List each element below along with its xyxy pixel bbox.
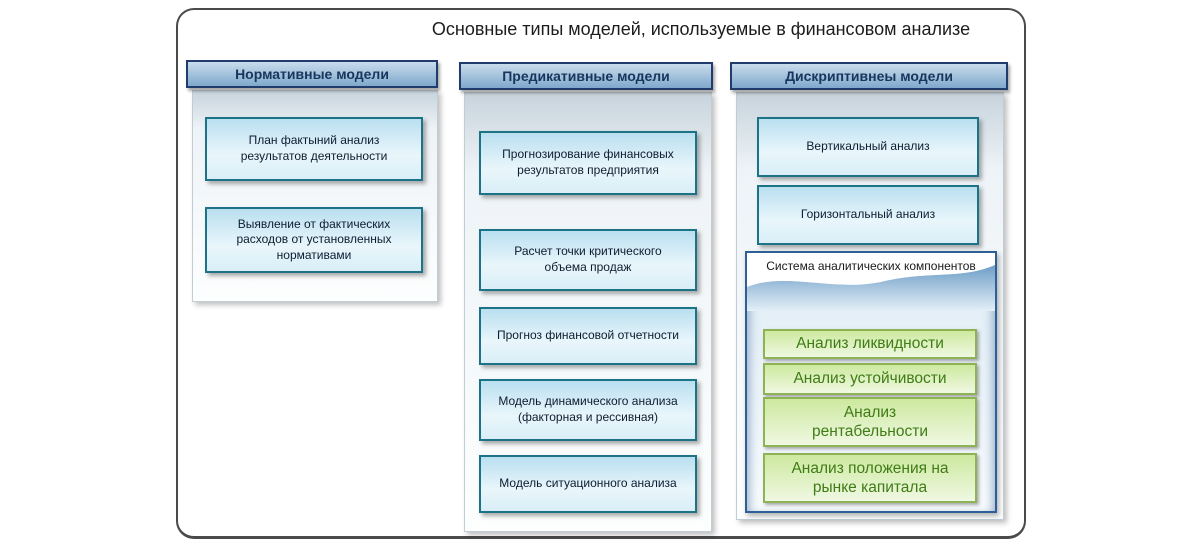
- box-financial-statements-forecast: Прогноз финансовой отчетности: [479, 307, 697, 365]
- column-header-normative: Нормативные модели: [186, 60, 438, 88]
- column-header-predicative: Предикативные модели: [459, 62, 713, 90]
- box-financial-results-forecast: Прогнозирование финансовых результатов п…: [479, 131, 697, 195]
- diagram-title: Основные типы моделей, используемые в фи…: [431, 19, 971, 39]
- box-stability-analysis: Анализ устойчивости: [763, 363, 977, 395]
- box-plan-fact-analysis: План фактыний анализ результатов деятель…: [205, 117, 423, 181]
- box-dynamic-analysis-model: Модель динамического анализа (факторная …: [479, 379, 697, 441]
- box-capital-market-position-analysis: Анализ положения на рынке капитала: [763, 453, 977, 503]
- box-profitability-analysis: Анализ рентабельности: [763, 397, 977, 447]
- column-panel-descriptive: Вертикальный анализ Горизонтальный анали…: [736, 92, 1004, 520]
- box-situational-analysis-model: Модель ситуационного анализа: [479, 455, 697, 513]
- wave-divider: [747, 253, 995, 311]
- column-panel-normative: План фактыний анализ результатов деятель…: [192, 90, 438, 302]
- box-deviation-analysis: Выявление от фактических расходов от уст…: [205, 207, 423, 273]
- column-header-descriptive: Дискриптивнеы модели: [730, 62, 1008, 90]
- analytical-components-panel: Система аналитических компонентов Анализ…: [745, 251, 997, 513]
- box-liquidity-analysis: Анализ ликвидности: [763, 329, 977, 359]
- box-horizontal-analysis: Горизонтальный анализ: [757, 185, 979, 245]
- box-vertical-analysis: Вертикальный анализ: [757, 117, 979, 177]
- column-panel-predicative: Прогнозирование финансовых результатов п…: [464, 92, 712, 532]
- box-critical-sales-volume: Расчет точки критического объема продаж: [479, 229, 697, 291]
- analytical-components-header: Система аналитических компонентов: [766, 259, 976, 273]
- diagram-frame: Основные типы моделей, используемые в фи…: [176, 8, 1026, 539]
